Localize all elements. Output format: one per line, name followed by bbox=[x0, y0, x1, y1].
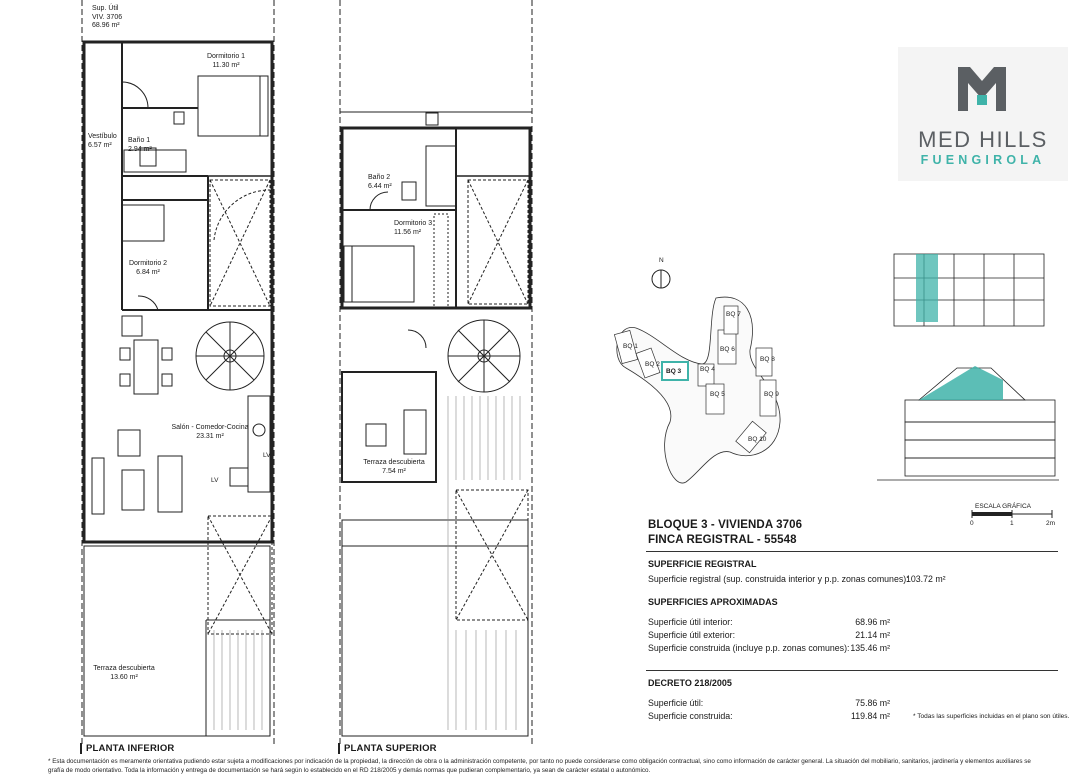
room-area: 6.57 m² bbox=[88, 141, 112, 149]
room-name: Dormitorio 1 bbox=[206, 53, 246, 60]
brand-name: MED HILLS bbox=[918, 127, 1048, 152]
room-label-sup-util: Sup. Útil VIV. 3706 68.96 m² bbox=[92, 5, 126, 31]
appliance-label-lv-2: LV bbox=[211, 477, 219, 484]
room-label-bano-2: Baño 2 6.44 m² bbox=[368, 174, 408, 191]
approx-row-value: 135.46 m² bbox=[850, 643, 890, 653]
room-area: 11.30 m² bbox=[212, 61, 240, 69]
plan-title-lower: PLANTA INFERIOR bbox=[80, 743, 175, 754]
lower-floor-plan bbox=[81, 0, 275, 745]
approx-row-label: Superficie útil interior: bbox=[648, 617, 733, 627]
room-label-terraza-superior: Terraza descubierta 7.54 m² bbox=[356, 459, 432, 476]
room-name: Vestíbulo bbox=[88, 133, 117, 140]
surface-note: * Todas las superficies incluidas en el … bbox=[913, 713, 1070, 720]
room-name: Terraza descubierta bbox=[93, 665, 155, 672]
room-label-dormitorio-1: Dormitorio 1 11.30 m² bbox=[196, 53, 256, 70]
room-label-bano-1: Baño 1 2.94 m² bbox=[128, 137, 162, 154]
block-label-bq9: BQ 9 bbox=[764, 391, 779, 398]
approx-heading: SUPERFICIES APROXIMADAS bbox=[648, 597, 778, 607]
block-label-bq6: BQ 6 bbox=[720, 346, 735, 353]
brand-logo-mark bbox=[958, 67, 1006, 111]
room-label-dormitorio-3: Dormitorio 3 11.56 m² bbox=[394, 220, 454, 237]
block-label-bq5: BQ 5 bbox=[710, 391, 725, 398]
upper-floor-plan bbox=[339, 0, 533, 745]
room-name: Dormitorio 2 bbox=[128, 260, 168, 267]
finca-title: FINCA REGISTRAL - 55548 bbox=[648, 534, 797, 546]
block-label-bq10: BQ 10 bbox=[748, 436, 767, 443]
block-label-bq7: BQ 7 bbox=[726, 311, 741, 318]
registral-row-value: 103.72 m² bbox=[906, 574, 946, 584]
registral-heading: SUPERFICIE REGISTRAL bbox=[648, 559, 757, 569]
unit-title: BLOQUE 3 - VIVIENDA 3706 bbox=[648, 519, 803, 531]
room-area: 2.94 m² bbox=[128, 145, 152, 153]
decreto-row-label: Superficie útil: bbox=[648, 698, 704, 708]
divider-decreto bbox=[646, 670, 1058, 671]
approx-row-label: Superficie construida (incluye p.p. zona… bbox=[648, 643, 850, 653]
room-name: Baño 1 bbox=[128, 137, 151, 144]
brand-logo-panel: MED HILLS FUENGIROLA bbox=[898, 47, 1068, 181]
legal-footer-line1: * Esta documentación es meramente orient… bbox=[48, 758, 1031, 765]
room-label-vestibulo: Vestíbulo 6.57 m² bbox=[88, 133, 128, 150]
plan-title-upper: PLANTA SUPERIOR bbox=[338, 743, 437, 754]
building-section bbox=[877, 366, 1059, 481]
building-block-plan bbox=[893, 253, 1045, 327]
scale-tick-1: 1 bbox=[1010, 520, 1014, 527]
scale-bar bbox=[971, 510, 1053, 518]
block-label-bq3: BQ 3 bbox=[666, 368, 682, 375]
room-name: Baño 2 bbox=[368, 174, 391, 181]
block-label-bq1: BQ 1 bbox=[623, 343, 638, 350]
appliance-label-lv-1: LV bbox=[263, 452, 271, 459]
room-area: 11.56 m² bbox=[394, 228, 422, 236]
site-plan-map bbox=[613, 296, 781, 484]
room-name: Terraza descubierta bbox=[363, 459, 425, 466]
room-area: 7.54 m² bbox=[382, 467, 406, 475]
room-label-dormitorio-2: Dormitorio 2 6.84 m² bbox=[122, 260, 174, 277]
decreto-row-value: 119.84 m² bbox=[851, 711, 890, 721]
legal-footer: * Esta documentación es meramente orient… bbox=[48, 758, 1088, 775]
room-name: Salón - Comedor-Cocina bbox=[171, 424, 249, 431]
decreto-row-label: Superficie construida: bbox=[648, 711, 733, 721]
approx-row-label: Superficie útil exterior: bbox=[648, 630, 736, 640]
room-area: 23.31 m² bbox=[196, 432, 224, 440]
approx-row-value: 21.14 m² bbox=[855, 630, 890, 640]
registral-row-label: Superficie registral (sup. construida in… bbox=[648, 574, 909, 584]
decreto-row-value: 75.86 m² bbox=[855, 698, 890, 708]
decreto-heading: DECRETO 218/2005 bbox=[648, 678, 732, 688]
scale-tick-2m: 2m bbox=[1046, 520, 1056, 527]
block-label-bq4: BQ 4 bbox=[700, 366, 715, 373]
sup-util-text: Sup. Útil VIV. 3706 68.96 m² bbox=[92, 5, 123, 29]
brand-location: FUENGIROLA bbox=[920, 153, 1046, 167]
room-area: 6.44 m² bbox=[368, 182, 392, 190]
north-label: N bbox=[659, 257, 664, 264]
room-area: 6.84 m² bbox=[136, 268, 160, 276]
room-label-salon: Salón - Comedor-Cocina 23.31 m² bbox=[166, 424, 254, 441]
block-label-bq2: BQ 2 bbox=[645, 361, 660, 368]
approx-row-value: 68.96 m² bbox=[855, 617, 890, 627]
north-arrow-icon bbox=[651, 269, 671, 289]
room-name: Dormitorio 3 bbox=[394, 220, 433, 227]
scale-label: ESCALA GRÁFICA bbox=[975, 503, 1031, 510]
divider-title bbox=[646, 551, 1058, 552]
block-label-bq8: BQ 8 bbox=[760, 356, 775, 363]
room-area: 13.60 m² bbox=[110, 673, 138, 681]
room-label-terraza-inferior: Terraza descubierta 13.60 m² bbox=[86, 665, 162, 682]
legal-footer-line2: grafía de modo orientativo. Toda la info… bbox=[48, 766, 651, 774]
scale-tick-0: 0 bbox=[970, 520, 974, 527]
